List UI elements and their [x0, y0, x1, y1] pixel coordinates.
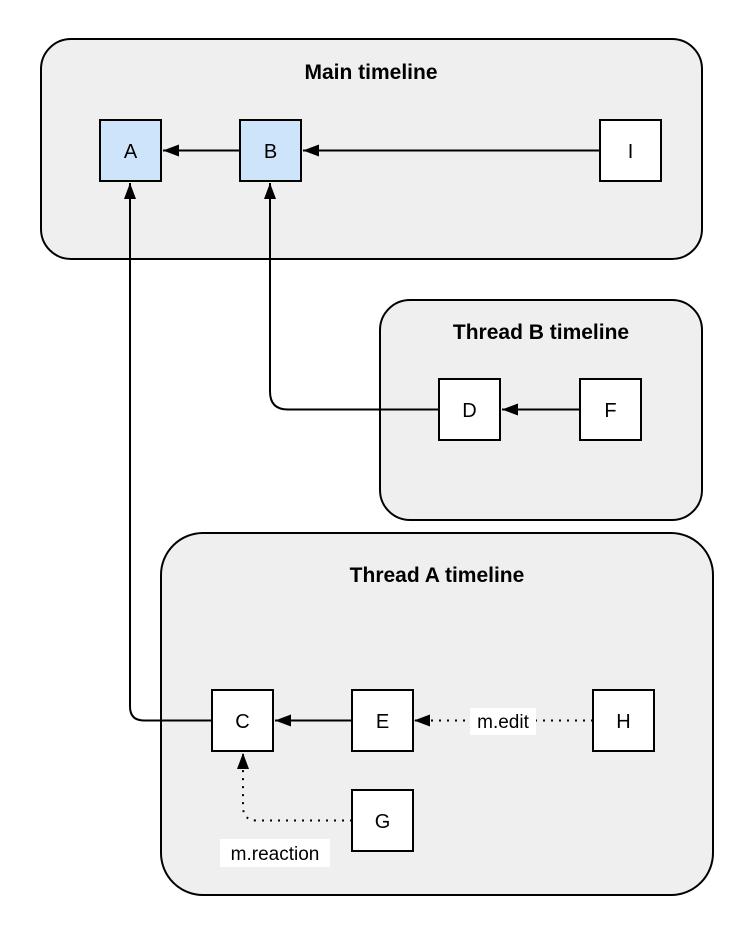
node-e — [351, 689, 414, 752]
edge-label-m-edit: m.edit — [477, 712, 529, 733]
node-i — [599, 119, 662, 182]
node-e-label: E — [376, 711, 389, 733]
edge-label-m-reaction: m.reaction — [231, 844, 320, 865]
node-d — [438, 378, 501, 441]
node-a — [99, 119, 162, 182]
node-g — [351, 789, 414, 852]
node-a-label: A — [124, 141, 138, 163]
container-main-timeline — [40, 38, 703, 260]
node-i-label: I — [628, 141, 634, 163]
node-f — [579, 378, 642, 441]
node-b — [239, 119, 302, 182]
edge-label-bg-m-reaction — [220, 839, 330, 867]
container-title-thread-b-timeline: Thread B timeline — [453, 321, 629, 344]
container-thread-a-timeline — [160, 532, 714, 896]
container-title-thread-a-timeline: Thread A timeline — [350, 564, 525, 587]
node-b-label: B — [264, 141, 277, 163]
node-d-label: D — [462, 400, 476, 422]
node-c — [211, 689, 274, 752]
edge-c-to-a — [124, 183, 212, 722]
node-f-label: F — [604, 400, 616, 422]
node-c-label: C — [235, 711, 249, 733]
node-h — [592, 689, 655, 752]
container-title-main-timeline: Main timeline — [304, 61, 437, 84]
node-h-label: H — [616, 711, 630, 733]
node-g-label: G — [375, 811, 391, 833]
edge-d-to-b — [264, 183, 439, 411]
edge-label-bg-m-edit — [470, 708, 536, 735]
